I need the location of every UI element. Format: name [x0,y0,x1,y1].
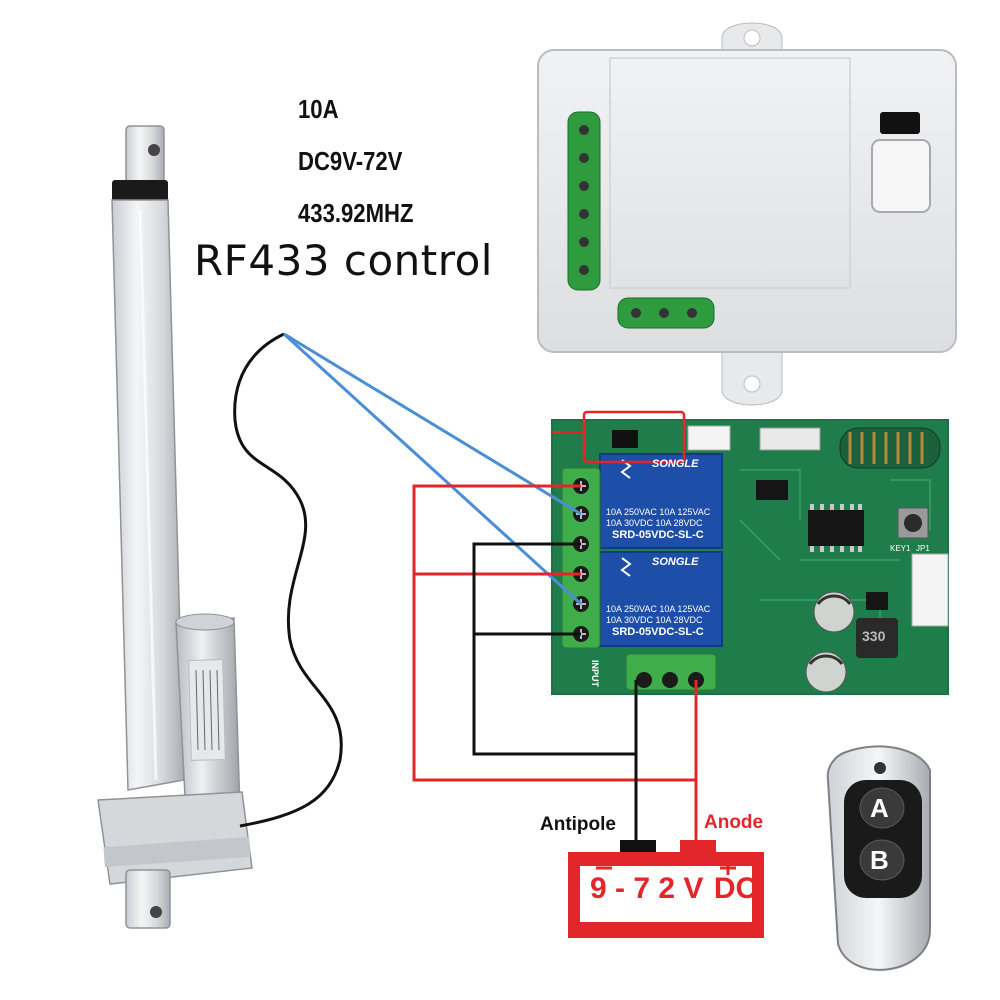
pcb-inductor [856,618,898,658]
blue-wire-2 [282,332,583,606]
spec-current: 10A [298,94,339,124]
relay-2 [599,551,723,647]
battery-negative-terminal [620,840,656,852]
relay-1-brand: SONGLE [652,458,699,470]
pcb-key-label: KEY1 [890,544,911,553]
enclosure-terminal-vertical [567,111,601,291]
receiver-enclosure [537,22,957,406]
pcb-input-label: INPUT [590,660,600,687]
blue-wire-1 [283,332,582,516]
red-wire-anode-main [412,484,698,820]
relay-2-brand: SONGLE [652,556,699,568]
learn-button[interactable] [871,139,931,213]
pcb-board [551,410,949,695]
remote-button-a[interactable] [859,787,905,829]
actuator-cable [233,332,343,828]
battery-dc-text: DC [713,872,758,905]
rod-mount-hole [148,144,160,156]
pcb-connector-side [911,553,949,627]
pcb-crystal [759,427,821,451]
remote-button-a-label: A [870,793,889,823]
relay-2-rating-2: 10A 30VDC 10A 28VDC [606,615,703,625]
output-terminal-block [561,467,601,649]
pcb-capacitor-1 [813,591,855,633]
pcb-jumper-label: JP1 [916,544,930,553]
antipole-label: Antipole [540,814,616,835]
remote-button-b[interactable] [859,839,905,881]
spec-frequency: 433.92MHZ [298,198,414,228]
relay-1-rating-2: 10A 30VDC 10A 28VDC [606,518,703,528]
remote-button-b-label: B [870,845,889,875]
pcb-ic-1 [808,510,864,546]
relay-2-model: SRD-05VDC-SL-C [612,626,704,638]
battery-label-panel [580,866,752,922]
actuator-gearbox [97,791,253,885]
anode-label: Anode [704,812,764,833]
actuator-collar [112,180,168,202]
pcb-inductor-label: 330 [862,628,886,644]
diagram-title: RF433 control [194,236,493,285]
wiring [282,332,698,848]
enclosure-body [537,49,957,353]
pcb-connector-top [687,425,731,451]
actuator-bottom-mount [125,869,171,929]
battery-voltage-label: 9 - 7 2 V DC [590,872,757,906]
jumper-highlight-box [582,410,686,464]
remote-control [826,745,931,971]
relay-2-rating-1: 10A 250VAC 10A 125VAC [606,604,711,614]
black-wire-main [472,542,638,820]
relay-1 [599,453,723,549]
battery-voltage-text: 9 - 7 2 V [590,872,704,905]
spec-voltage: DC9V-72V [298,146,403,176]
linear-actuator [97,125,343,929]
dc-battery [568,840,764,938]
jumper-block [612,430,638,448]
relay-1-model: SRD-05VDC-SL-C [612,529,704,541]
actuator-rod [125,125,165,187]
enclosure-led [880,112,920,134]
pcb-capacitor-2 [805,651,847,693]
battery-positive-terminal [680,840,716,852]
relay-1-rating-1: 10A 250VAC 10A 125VAC [606,507,711,517]
